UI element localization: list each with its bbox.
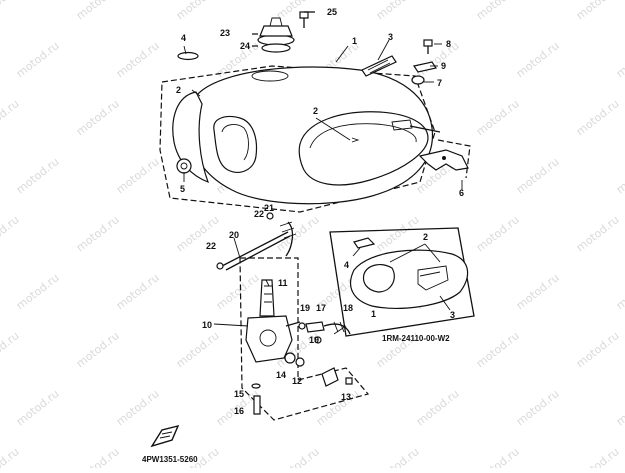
watermark-text: motod.ru (614, 155, 625, 196)
watermark-text: motod.ru (14, 387, 62, 428)
watermark-text: motod.ru (74, 97, 122, 138)
callout-20: 20 (229, 230, 239, 240)
watermark-text: motod.ru (414, 39, 462, 80)
fuel-cock-assembly (216, 212, 370, 421)
watermark-text: motod.ru (74, 329, 122, 370)
watermark-text: motod.ru (614, 271, 625, 312)
callout-13: 13 (341, 392, 351, 402)
callout-22-lower: 22 (206, 241, 216, 251)
screw-25 (299, 11, 315, 28)
watermark-text: motod.ru (0, 213, 22, 254)
inset-callout-1: 1 (371, 309, 376, 319)
inset-part-code: 1RM-24110-00-W2 (382, 334, 450, 343)
callout-2-left: 2 (176, 85, 181, 95)
washer-9 (413, 61, 437, 73)
watermark-text: motod.ru (14, 155, 62, 196)
watermark-text: motod.ru (0, 329, 22, 370)
watermark-text: motod.ru (114, 387, 162, 428)
watermark-text: motod.ru (74, 213, 122, 254)
damper-5 (176, 158, 192, 174)
callout-21: 21 (264, 203, 274, 213)
watermark-text: motod.ru (114, 155, 162, 196)
cushion-3 (361, 55, 397, 77)
watermark-text: motod.ru (574, 213, 622, 254)
watermark-text: motod.ru (374, 445, 422, 468)
callout-25: 25 (327, 7, 337, 17)
watermark-text: motod.ru (274, 213, 322, 254)
watermark-text: motod.ru (114, 271, 162, 312)
watermark-text: motod.ru (474, 445, 522, 468)
callout-19-upper: 19 (300, 303, 310, 313)
callout-1: 1 (352, 36, 357, 46)
inset-callout-2: 2 (423, 232, 428, 242)
fuel-tank (159, 65, 441, 213)
diagram-code: 4PW1351-5260 (142, 455, 198, 464)
watermark-text: motod.ru (0, 0, 22, 22)
watermark-text: motod.ru (174, 0, 222, 22)
callout-4: 4 (181, 33, 186, 43)
grommet-4 (177, 51, 199, 61)
callout-7: 7 (437, 78, 442, 88)
watermark-text: motod.ru (0, 445, 22, 468)
callout-14: 14 (276, 370, 286, 380)
watermark-text: motod.ru (14, 271, 62, 312)
front-arrow-icon (150, 424, 180, 448)
inset-callout-4: 4 (344, 260, 349, 270)
watermark-text: motod.ru (574, 97, 622, 138)
watermark-text: motod.ru (114, 39, 162, 80)
watermark-text: motod.ru (374, 0, 422, 22)
watermark-text: motod.ru (514, 39, 562, 80)
inset-variant (329, 227, 475, 337)
callout-23: 23 (220, 28, 230, 38)
callout-17: 17 (316, 303, 326, 313)
bracket-6 (418, 139, 471, 179)
watermark-text: motod.ru (514, 155, 562, 196)
watermark-text: motod.ru (574, 329, 622, 370)
watermark-text: motod.ru (474, 329, 522, 370)
nut-7 (411, 75, 425, 85)
watermark-text: motod.ru (614, 39, 625, 80)
watermark-text: motod.ru (574, 0, 622, 22)
callout-5: 5 (180, 184, 185, 194)
callout-6: 6 (459, 188, 464, 198)
watermark-text: motod.ru (274, 0, 322, 22)
watermark-text: motod.ru (514, 387, 562, 428)
watermark-text: motod.ru (514, 271, 562, 312)
callout-16: 16 (234, 406, 244, 416)
watermark-text: motod.ru (174, 329, 222, 370)
callout-12: 12 (292, 376, 302, 386)
watermark-text: motod.ru (0, 97, 22, 138)
callout-15: 15 (234, 389, 244, 399)
callout-18: 18 (343, 303, 353, 313)
callout-22-upper: 22 (254, 209, 264, 219)
watermark-text: motod.ru (414, 387, 462, 428)
watermark-text: motod.ru (74, 445, 122, 468)
watermark-text: motod.ru (314, 387, 362, 428)
watermark-text: motod.ru (474, 0, 522, 22)
bolt-8 (423, 39, 433, 54)
callout-8: 8 (446, 39, 451, 49)
watermark-text: motod.ru (274, 445, 322, 468)
leader-lines (183, 39, 463, 335)
callout-24: 24 (240, 41, 250, 51)
callout-9: 9 (441, 61, 446, 71)
fuel-cap (252, 17, 295, 53)
callout-10: 10 (202, 320, 212, 330)
watermark-text: motod.ru (374, 213, 422, 254)
watermark-text: motod.ru (474, 97, 522, 138)
watermark-text: motod.ru (614, 387, 625, 428)
inset-callout-3: 3 (450, 310, 455, 320)
callout-3: 3 (388, 32, 393, 42)
callout-11: 11 (278, 278, 288, 288)
watermark-text: motod.ru (14, 39, 62, 80)
watermark-text: motod.ru (74, 0, 122, 22)
callout-19-lower: 19 (309, 335, 319, 345)
watermark-text: motod.ru (474, 213, 522, 254)
callout-2-right: 2 (313, 106, 318, 116)
watermark-text: motod.ru (574, 445, 622, 468)
watermark-text: motod.ru (214, 271, 262, 312)
